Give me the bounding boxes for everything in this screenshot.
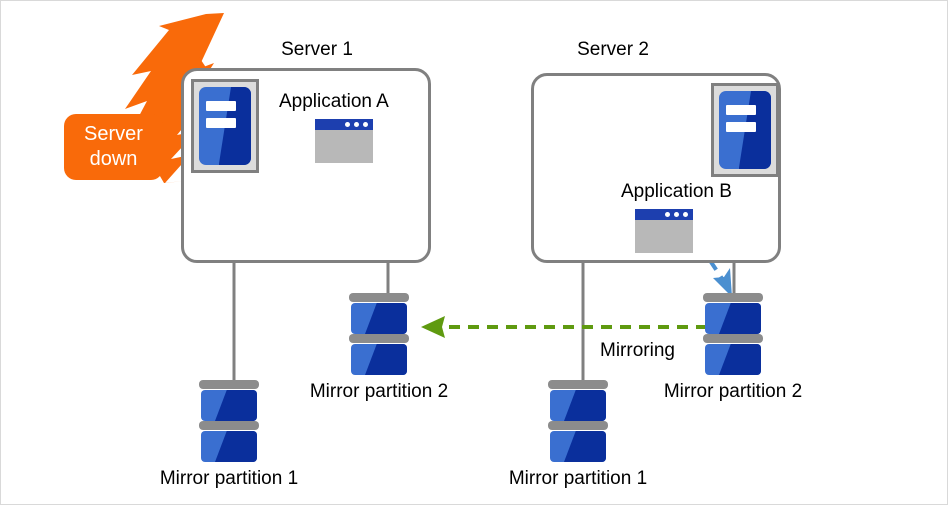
server-down-line2: down: [89, 148, 138, 170]
server-machine-slot-1: [206, 101, 237, 112]
window-dot-icon-2: [674, 212, 679, 217]
application-window-titlebar: [635, 209, 693, 220]
disk-body-lower: [201, 431, 257, 462]
application-window-icon: [635, 209, 693, 253]
disk-stack-icon-s1-mirror-2[interactable]: [349, 293, 409, 381]
disk-plate-middle: [548, 421, 608, 430]
disk-plate-middle: [703, 334, 763, 343]
server-machine-body: [719, 91, 771, 169]
s2-mirror-2-label: Mirror partition 2: [663, 381, 803, 402]
disk-body-upper: [201, 390, 257, 421]
s1-mirror-2-label: Mirror partition 2: [309, 381, 449, 402]
disk-body-upper: [705, 303, 761, 334]
window-dot-icon-2: [354, 122, 359, 127]
disk-body-lower: [550, 431, 606, 462]
server-machine-body: [199, 87, 251, 165]
application-a-label: Application A: [279, 91, 389, 112]
disk-plate-top: [703, 293, 763, 302]
application-window-titlebar: [315, 119, 373, 130]
disk-plate-top: [199, 380, 259, 389]
server-down-badge: Server down: [64, 114, 163, 180]
disk-stack-icon-s1-mirror-1[interactable]: [199, 380, 259, 468]
disk-body-upper: [550, 390, 606, 421]
window-dot-icon-1: [665, 212, 670, 217]
application-window-icon: [315, 119, 373, 163]
disk-plate-middle: [349, 334, 409, 343]
server-machine-slot-1: [726, 105, 757, 116]
server-down-line1: Server: [84, 123, 143, 145]
disk-stack-icon-s2-mirror-1[interactable]: [548, 380, 608, 468]
disk-plate-top: [548, 380, 608, 389]
disk-plate-top: [349, 293, 409, 302]
application-b-label: Application B: [621, 181, 732, 202]
s2-mirror-1-label: Mirror partition 1: [508, 468, 648, 489]
mirroring-label: Mirroring: [600, 340, 675, 361]
server-machine-slot-2: [206, 118, 237, 129]
mirroring-arrow: [421, 316, 707, 338]
window-dot-icon-3: [683, 212, 688, 217]
disk-body-lower: [351, 344, 407, 375]
window-dot-icon-3: [363, 122, 368, 127]
server-1-machine-icon: [191, 79, 259, 173]
server-1-title: Server 1: [281, 39, 353, 60]
window-dot-icon-1: [345, 122, 350, 127]
server-machine-slot-2: [726, 122, 757, 133]
server-2-machine-icon: [711, 83, 779, 177]
disk-body-upper: [351, 303, 407, 334]
disk-stack-icon-s2-mirror-2[interactable]: [703, 293, 763, 381]
disk-body-lower: [705, 344, 761, 375]
server-2-title: Server 2: [577, 39, 649, 60]
disk-plate-middle: [199, 421, 259, 430]
s1-mirror-1-label: Mirror partition 1: [159, 468, 299, 489]
